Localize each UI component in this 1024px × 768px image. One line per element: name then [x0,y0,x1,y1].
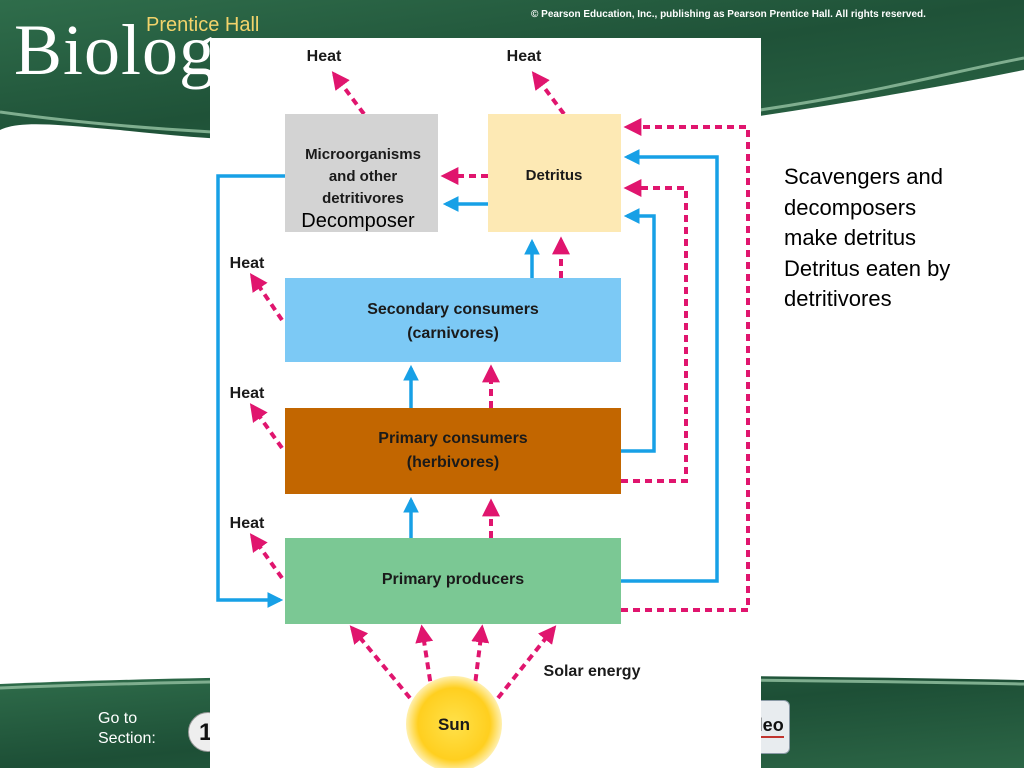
primary-consumers-box [285,408,621,494]
heat-label-detritus: Heat [507,48,542,65]
secondary-consumers-box [285,278,621,362]
secondary-consumers-label-line2: (carnivores) [407,325,499,342]
side-note-line: make detritus [784,225,917,250]
side-note-line: detritivores [784,286,892,311]
side-notes: Scavengers and decomposers make detritus… [784,162,1014,315]
primary-producers-label: Primary producers [382,571,524,588]
heat-label-producers: Heat [230,515,265,532]
pink-arrow-micro-heat [331,71,366,116]
pink-arrow-detritus-heat [531,71,566,116]
pink-arrow-producers-heat [249,533,284,580]
sun-label: Sun [438,715,470,734]
pink-arrow-sun-2 [415,624,434,694]
pink-arrow-sun-3 [471,624,490,694]
copyright-notice: © Pearson Education, Inc., publishing as… [531,9,926,20]
sun-icon [406,676,502,768]
pink-arrow-primary-to-detritus [621,179,688,483]
primary-consumers-label-line1: Primary consumers [378,430,528,447]
microorganisms-label-line2: and other [329,168,397,185]
solar-energy-label: Solar energy [544,663,641,680]
pink-arrow-secondary-heat [249,273,284,322]
detritus-box [488,114,621,232]
diagram-canvas: Heat Heat Heat Heat Heat Microorganisms … [216,48,750,768]
pink-arrow-producers-to-detritus [621,118,750,612]
pink-arrow-primary-heat [249,403,284,450]
primary-consumers-label-line2: (herbivores) [407,454,499,471]
microorganisms-label-line3: detritivores [322,190,404,207]
decomposer-label: Decomposer [301,210,415,232]
primary-producers-box [285,538,621,624]
pink-arrow-sun-4 [496,625,557,700]
microorganisms-label-line1: Microorganisms [305,146,421,163]
side-note-line: decomposers [784,194,917,220]
blue-arrow-primary-to-detritus [621,208,656,453]
heat-label-secondary: Heat [230,255,265,272]
heat-label-micro: Heat [307,48,342,65]
secondary-consumers-label-line1: Secondary consumers [367,301,539,318]
food-web-diagram: Heat Heat Heat Heat Heat Microorganisms … [210,38,761,768]
brand-prentice-hall: Prentice Hall [146,14,260,36]
microorganisms-box [285,114,438,232]
blue-arrow-producers-to-detritus [621,149,719,583]
blue-arrow-micro-to-producers [216,174,285,608]
heat-label-primary-consumers: Heat [230,385,265,402]
detritus-label: Detritus [526,167,583,184]
side-note-line: Scavengers and [784,164,943,189]
go-to-section-label: Go to Section: [98,710,156,747]
pink-arrow-sun-1 [349,625,412,700]
side-note-line: Detritus eaten by [784,255,951,281]
